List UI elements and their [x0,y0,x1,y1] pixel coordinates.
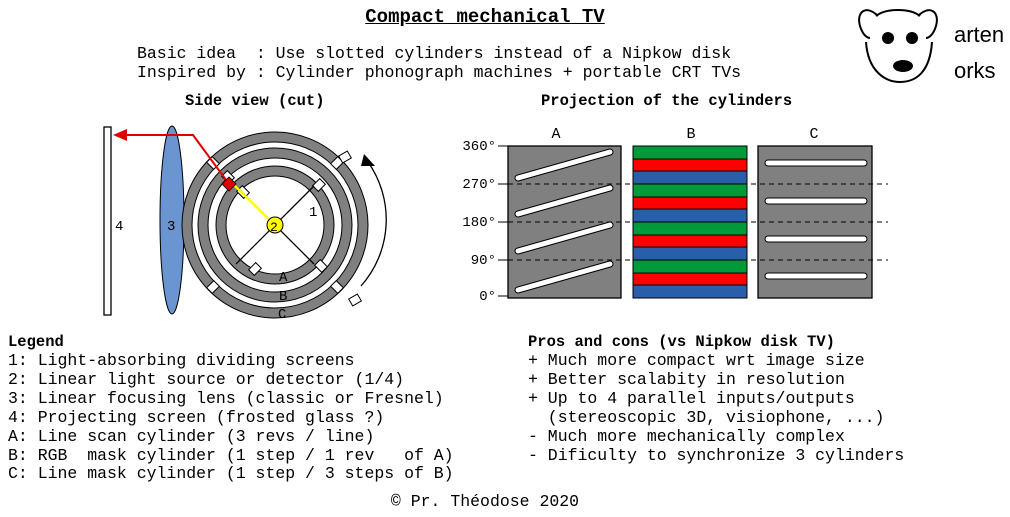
projection-title: Projection of the cylinders [541,92,793,110]
projection-ray [125,134,230,185]
legend-item: 1: Light-absorbing dividing screens [8,351,355,370]
pros-cons-item: - Dificulty to synchronize 3 cylinders [528,446,905,465]
rotation-arrow-head-icon [361,154,375,166]
logo-dog-icon [858,9,938,84]
rotation-arrow [360,161,387,287]
cylinder-a [215,165,335,285]
cyl-c-label: C [278,307,286,322]
cyl-b-projection [632,145,748,299]
col-c-header: C [809,126,818,143]
cyl-b-label: B [279,289,287,305]
dividers-label: 1 [309,205,317,221]
projecting-screen [103,126,112,316]
legend-item: 3: Linear focusing lens (classic or Fres… [8,389,444,408]
pros-cons-item: + Up to 4 parallel inputs/outputs [528,389,855,408]
cylinder-b [197,147,353,303]
cylinder-c [181,131,369,319]
basic-idea-text: Basic idea : Use slotted cylinders inste… [137,44,732,63]
angle-guides [508,183,888,261]
side-view-title: Side view (cut) [185,92,325,110]
legend-item: 2: Linear light source or detector (1/4) [8,370,405,389]
projection-diagram: A B C 360° 270° 180° 90° 0° [462,126,888,305]
page-title: Compact mechanical TV [365,6,605,28]
source-label: 2 [270,220,278,235]
light-source [266,216,284,234]
side-view-diagram: 4 3 1 2 A [103,125,387,322]
tick-270: 270° [462,177,496,193]
copyright-text: © Pr. Théodose 2020 [390,492,580,511]
tick-90: 90° [471,253,496,269]
arrow-head-icon [113,129,127,141]
legend-item: 4: Projecting screen (frosted glass ?) [8,408,385,427]
slot-highlight [221,176,237,192]
tick-180: 180° [462,215,496,231]
col-b-header: B [686,126,695,143]
screen-label: 4 [115,219,123,235]
cyl-c-slots [765,160,867,279]
pros-cons-item: + Better scalabity in resolution [528,370,845,389]
cyl-a-slots [515,149,613,293]
cyl-a-label: A [279,270,288,286]
pros-cons-item: (stereoscopic 3D, visiophone, ...) [528,408,885,427]
tick-360: 360° [462,139,496,155]
legend-item: A: Line scan cylinder (3 revs / line) [8,427,375,446]
pros-cons-title: Pros and cons (vs Nipkow disk TV) [528,333,835,351]
light-beam [230,181,276,226]
logo-text-line1: arten [954,22,1005,47]
pros-cons-item: + Much more compact wrt image size [528,351,865,370]
pros-cons-item: - Much more mechanically complex [528,427,845,446]
legend-item: B: RGB mask cylinder (1 step / 1 rev of … [8,446,454,465]
tick-0: 0° [479,289,496,305]
lens-label: 3 [167,219,175,235]
legend-item: C: Line mask cylinder (1 step / 3 steps … [8,464,454,483]
legend-title: Legend [8,333,64,351]
inspired-by-text: Inspired by : Cylinder phonograph machin… [137,63,741,82]
col-a-header: A [551,126,560,143]
logo-text-line2: orks [954,58,996,83]
